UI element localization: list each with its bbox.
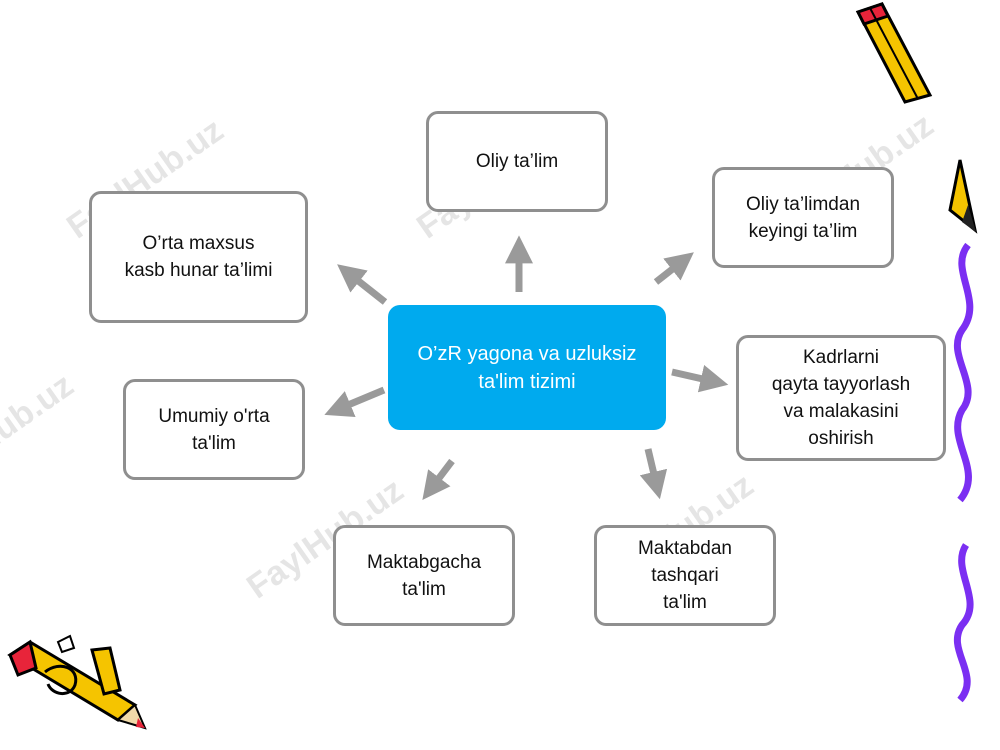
node-label-line: Maktabdan [637, 538, 732, 559]
node-label-line: va malakasini [783, 401, 899, 422]
arrow-to-orta-maxsus [337, 264, 388, 305]
node-label-line: ta'lim tizimi [478, 370, 576, 393]
arrow-to-maktabdan-tashqari [639, 448, 668, 500]
arrow-to-oliy-talimdan-keyingi [653, 252, 694, 285]
node-label-line: oshirish [808, 428, 874, 449]
node-orta-maxsus: O’rta maxsus kasb hunar ta’limi [89, 191, 308, 323]
node-label-line: tashqari [651, 565, 719, 586]
node-label-line: Kadrlarni [802, 347, 880, 368]
node-label-line: ta'lim [192, 432, 236, 454]
node-label-line: O’rta maxsus [142, 233, 255, 254]
node-label-line: ta'lim [663, 592, 707, 613]
pencil-icon [7, 634, 147, 730]
node-label-line: Oliy ta’lim [475, 151, 559, 172]
node-label-line: qayta tayyorlash [771, 374, 911, 395]
node-umumiy-orta: Umumiy o'rta ta'lim [123, 379, 305, 480]
node-maktabgacha: Maktabgacha ta'lim [333, 525, 515, 626]
wavy-border [953, 242, 974, 503]
arrow-to-kadrlarni [671, 364, 729, 393]
node-label-line: keyingi ta’lim [748, 220, 858, 242]
node-oliy-talim: Oliy ta’lim [426, 111, 608, 212]
arrow-to-umumiy-orta [324, 386, 386, 417]
node-label-line: O’zR yagona va uzluksiz [417, 342, 637, 365]
node-label-line: Oliy ta’limdan [745, 193, 861, 215]
node-kadrlarni-qayta: Kadrlarni qayta tayyorlash va malakasini… [736, 335, 946, 461]
pencil-icon [855, 2, 978, 234]
node-label-line: kasb hunar ta’limi [124, 260, 273, 281]
node-label-line: Umumiy o'rta [158, 405, 270, 427]
node-label-line: ta'lim [402, 578, 446, 600]
node-oliy-talimdan-keyingi: Oliy ta’limdan keyingi ta’lim [712, 167, 894, 268]
center-node: O’zR yagona va uzluksiz ta'lim tizimi [388, 305, 666, 430]
node-label-line: Maktabgacha [366, 551, 482, 573]
wavy-border [953, 543, 974, 703]
node-maktabdan-tashqari: Maktabdan tashqari ta'lim [594, 525, 776, 626]
arrow-to-maktabgacha [422, 458, 455, 501]
